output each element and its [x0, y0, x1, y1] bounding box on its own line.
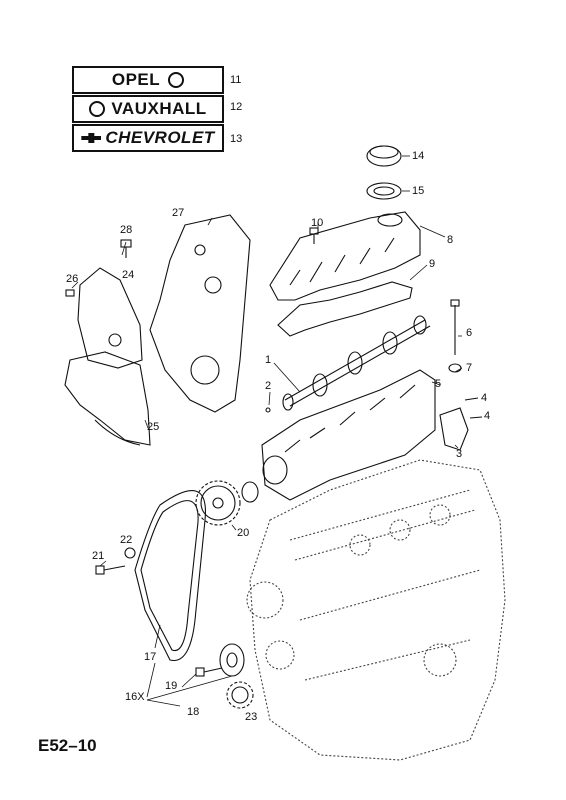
vauxhall-griffin-icon [89, 101, 106, 117]
cover-gasket [277, 281, 413, 337]
vauxhall-logo-box: VAUXHALL [72, 95, 224, 123]
callout-22: 22 [120, 534, 133, 546]
callout-8: 8 [447, 234, 454, 246]
camshaft-sprocket [195, 480, 241, 526]
page-code: E52–10 [38, 736, 97, 755]
chevrolet-bowtie-icon [81, 133, 102, 143]
callout-1: 1 [265, 354, 272, 366]
timing-belt [134, 490, 206, 662]
engine-block [246, 459, 506, 761]
bracket-bolt [469, 416, 483, 419]
vauxhall-logo-text: VAUXHALL [111, 99, 207, 118]
bracket-bolt [464, 397, 479, 401]
callout-14: 14 [412, 150, 425, 162]
callout-16x: 16X [125, 691, 145, 703]
cylinder-head-cover [269, 211, 421, 301]
callout-20: 20 [237, 527, 250, 539]
opel-logo-text: OPEL [111, 70, 161, 89]
lower-front-cover [64, 351, 151, 446]
callout-28: 28 [120, 224, 133, 236]
cap-seal-ring [366, 182, 402, 200]
callout-18: 18 [187, 706, 200, 718]
callout-5: 5 [435, 378, 442, 390]
vauxhall-ref-number: 12 [230, 101, 243, 113]
opel-ref-number: 11 [230, 74, 242, 86]
mounting-bracket [439, 407, 469, 451]
dowel-pin [265, 407, 271, 413]
front-cover-bolt [65, 289, 75, 297]
chevrolet-ref-number: 13 [230, 133, 243, 145]
timing-cover-bolt [120, 239, 132, 258]
opel-logo-box: OPEL [72, 66, 224, 94]
leader-lines [71, 155, 463, 707]
opel-ring-icon [168, 72, 185, 88]
washer [448, 363, 462, 373]
crankshaft-sprocket [226, 681, 254, 709]
tensioner-pulley [219, 643, 245, 677]
rear-timing-cover [149, 214, 251, 413]
callout-3: 3 [456, 448, 463, 460]
callout-23: 23 [245, 711, 258, 723]
callout-4a: 4 [481, 392, 488, 404]
callout-25: 25 [147, 421, 160, 433]
callout-9: 9 [429, 258, 436, 270]
long-bolt [450, 299, 460, 355]
callout-26: 26 [66, 273, 79, 285]
tensioner-bolt [95, 565, 126, 575]
cover-bolt [309, 227, 319, 244]
camshaft [282, 315, 431, 411]
pulley-bolt [195, 667, 223, 677]
callout-21: 21 [92, 550, 105, 562]
tensioner-washer [124, 547, 136, 559]
callout-27: 27 [172, 207, 185, 219]
chevrolet-logo-text: CHEVROLET [105, 128, 215, 147]
callout-4b: 4 [484, 410, 491, 422]
callout-17: 17 [144, 651, 157, 663]
callout-15: 15 [412, 185, 425, 197]
cam-seal [241, 481, 259, 503]
callout-2: 2 [265, 380, 272, 392]
camshaft-housing [261, 369, 436, 501]
callout-19: 19 [165, 680, 178, 692]
callout-7: 7 [466, 362, 473, 374]
upper-front-cover [77, 267, 143, 369]
callout-24: 24 [122, 269, 135, 281]
oil-filler-cap [366, 145, 402, 167]
callout-10: 10 [311, 217, 324, 229]
timing-belt-inner [140, 500, 199, 652]
chevrolet-logo-box: CHEVROLET [72, 124, 224, 152]
callout-6: 6 [466, 327, 473, 339]
